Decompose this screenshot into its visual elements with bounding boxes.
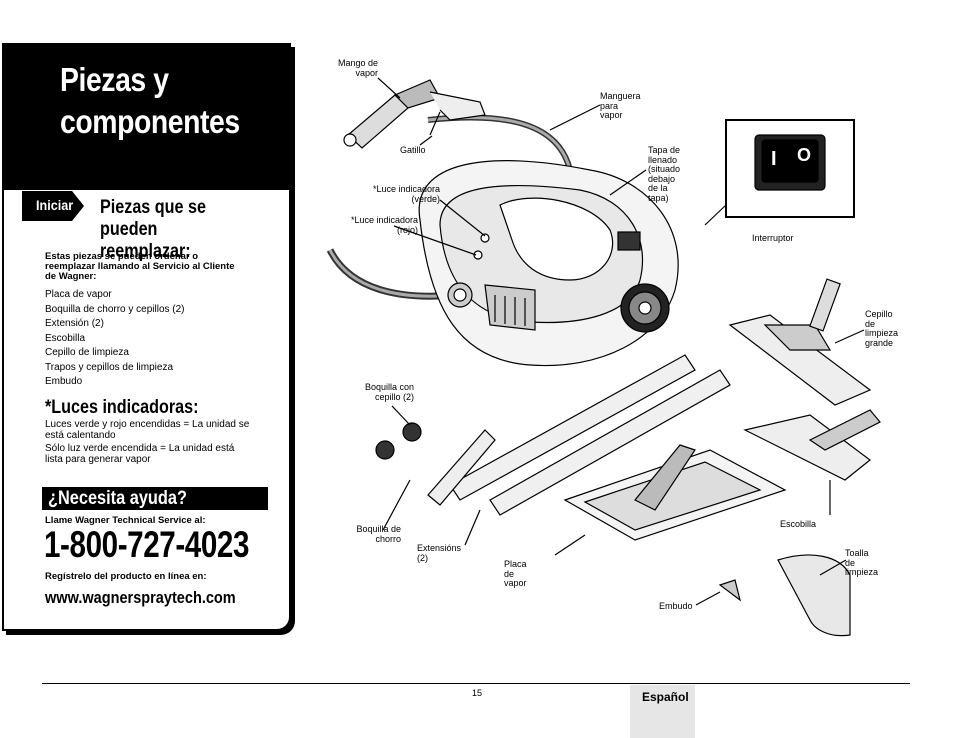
label-cepillo-grande: Cepillo de limpieza grande — [865, 309, 899, 348]
list-item: Cepillo de limpieza — [45, 347, 129, 358]
label-boquilla-cepillo: Boquilla con cepillo (2) — [364, 382, 414, 402]
list-item: Extensión (2) — [45, 318, 104, 329]
label-tapa: Tapa de llenado (situado debajo de la ta… — [648, 145, 681, 203]
list-item: Escobilla — [45, 332, 86, 344]
lights-line-heating: Luces verde y rojo encendidas = La unida… — [45, 419, 250, 441]
label-escobilla: Escobilla — [780, 519, 817, 529]
start-badge-label: Iniciar — [36, 197, 74, 213]
call-label: Llame Wagner Technical Service al: — [45, 515, 206, 526]
label-embudo: Embudo — [659, 601, 693, 611]
label-luz-verde: *Luce indicadora (verde) — [372, 184, 440, 204]
page-title: Piezas y componentes — [60, 61, 240, 140]
label-gatillo: Gatillo — [400, 145, 426, 155]
parts-list: Placa de vapor Boquilla de chorro y cepi… — [45, 288, 185, 390]
parts-heading: Piezas que se pueden reemplazar: — [100, 197, 206, 262]
lights-heading: *Luces indicadoras: — [45, 397, 199, 418]
label-manguera: Manguera para vapor — [600, 91, 641, 120]
list-item: Embudo — [45, 376, 83, 387]
label-interruptor: Interruptor — [752, 233, 794, 243]
switch-off-symbol: O — [797, 145, 812, 165]
title-banner: Piezas y componentes — [4, 45, 289, 190]
help-heading: ¿Necesita ayuda? — [48, 488, 187, 509]
parts-intro: Estas piezas se pueden ordenar o reempla… — [45, 251, 235, 282]
help-heading-bar: ¿Necesita ayuda? — [42, 487, 268, 510]
label-placa: Placa de vapor — [504, 559, 527, 588]
list-item: Boquilla de chorro y cepillos (2) — [45, 303, 185, 315]
info-panel: Piezas y componentes Iniciar Piezas que … — [2, 43, 291, 631]
start-badge: Iniciar — [22, 191, 84, 221]
switch-on-symbol: I — [771, 148, 777, 170]
label-extensiones: Extensións (2) — [417, 543, 462, 563]
list-item: Placa de vapor — [45, 289, 112, 300]
website-link[interactable]: www.wagnerspraytech.com — [45, 589, 236, 607]
label-luz-rojo: *Luce indicadora (rojo) — [350, 215, 418, 235]
page-number: 15 — [472, 688, 483, 698]
language-tab: Español — [630, 685, 695, 738]
language-label: Español — [642, 690, 689, 704]
list-item: Trapos y cepillos de limpieza — [45, 361, 174, 373]
phone-number: 1-800-727-4023 — [44, 524, 250, 565]
lights-line-ready: Sólo luz verde encendida = La unidad est… — [45, 443, 235, 465]
register-label: Regístrelo del producto en línea en: — [45, 571, 207, 582]
footer-divider — [42, 683, 910, 684]
parts-illustration — [326, 77, 881, 637]
label-toalla: Toalla de limpieza — [845, 548, 879, 577]
label-mango: Mango de vapor — [337, 58, 378, 78]
label-boquilla-chorro: Boquilla de chorro — [356, 524, 401, 544]
arrow-icon — [72, 191, 84, 221]
